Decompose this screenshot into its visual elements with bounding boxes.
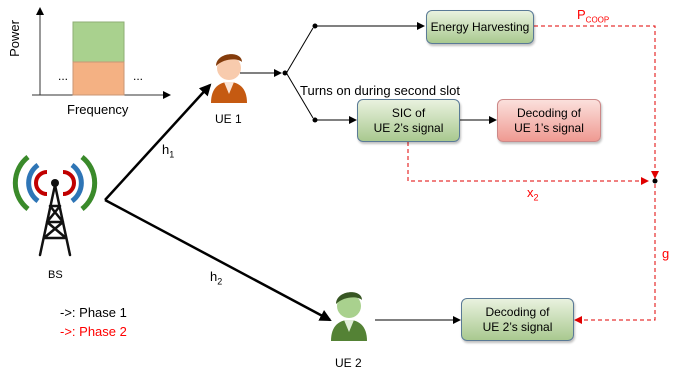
energy-harvesting-label: Energy Harvesting [430, 19, 530, 34]
h1-symbol: h [162, 142, 170, 157]
spectrum-band-bottom [72, 61, 125, 96]
spectrum-plot [32, 7, 171, 99]
decode-ue2-label-line2: UE 2’s signal [482, 319, 553, 334]
link-bs-ue2 [104, 198, 332, 322]
legend-phase2: ->: Phase 2 [60, 324, 127, 339]
ue1-label: UE 1 [215, 112, 242, 126]
energy-harvesting-box: Energy Harvesting [426, 10, 534, 44]
p-coop-symbol: P [577, 7, 586, 22]
decode-ue1-label-line1: Decoding of [516, 106, 582, 121]
legend-phase1: ->: Phase 1 [60, 305, 127, 320]
channel-h1-label: h1 [162, 143, 174, 160]
decode-ue2-label-line1: Decoding of [485, 305, 550, 320]
spectrum-y-label: Power [6, 20, 22, 57]
channel-h2-label: h2 [210, 270, 222, 287]
ue2-user-icon [331, 292, 367, 341]
ue1-user-icon [211, 54, 247, 103]
h2-symbol: h [210, 269, 218, 284]
spectrum-dots-right: ... [133, 69, 144, 83]
antenna-tower-icon [12, 155, 98, 257]
phase2-paths [407, 25, 659, 324]
p-coop-label: PCOOP [577, 8, 609, 25]
ue2-label: UE 2 [335, 356, 362, 370]
decode-ue1-box: Decoding of UE 1’s signal [497, 99, 601, 142]
p-coop-subscript: COOP [585, 15, 610, 25]
bs-label: BS [48, 269, 63, 281]
h2-subscript: 2 [217, 276, 223, 287]
x2-label: x2 [527, 186, 539, 203]
spectrum-x-label: Frequency [67, 102, 129, 117]
spectrum-dots-left: ... [58, 69, 69, 83]
sic-label-line1: SIC of [391, 106, 426, 121]
decode-ue2-box: Decoding of UE 2’s signal [461, 298, 574, 341]
x2-subscript: 2 [533, 192, 539, 203]
sic-label-line2: UE 2’s signal [373, 120, 444, 135]
switch-note: Turns on during second slot [300, 83, 460, 98]
spectrum-band-top [72, 21, 125, 63]
sic-box: SIC of UE 2’s signal [357, 99, 460, 142]
h1-subscript: 1 [169, 149, 175, 160]
link-bs-ue1 [104, 83, 212, 201]
decode-ue1-label-line2: UE 1’s signal [514, 120, 584, 135]
x2-symbol: x [527, 185, 534, 200]
channel-g-label: g [662, 246, 670, 261]
